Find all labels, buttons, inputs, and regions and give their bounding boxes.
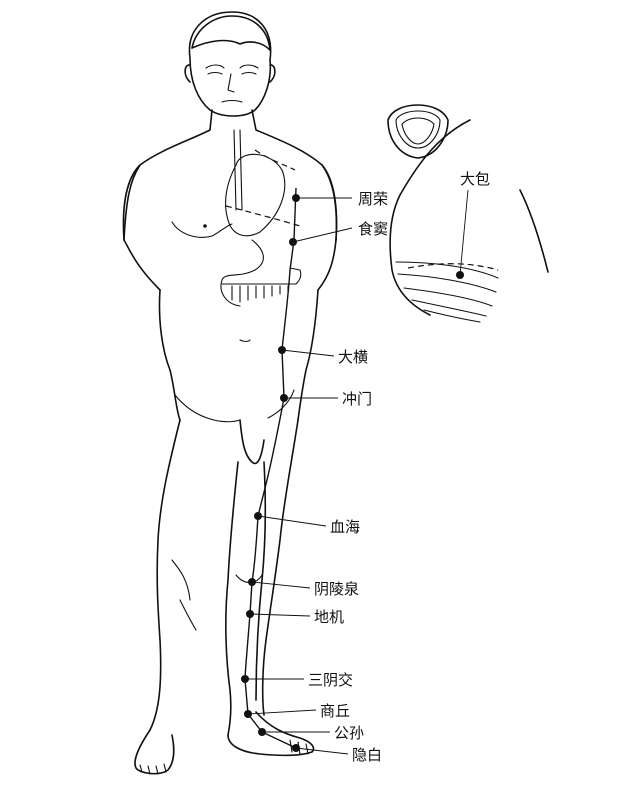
- point-label: 周荣: [358, 190, 388, 208]
- leader-line: [251, 581, 311, 589]
- side-torso-inset: [389, 119, 549, 323]
- point-label: 大包: [460, 170, 490, 188]
- point-label: 隐白: [352, 746, 382, 764]
- leader-line: [459, 189, 469, 276]
- acupoint-daheng: 大横: [278, 346, 368, 366]
- mouth-inset: [387, 104, 449, 159]
- acupoint-shidou: 食窦: [289, 220, 388, 246]
- leader-line: [249, 613, 311, 617]
- leader-line: [257, 515, 327, 527]
- point-label: 商丘: [320, 702, 350, 720]
- legs: [134, 419, 315, 775]
- spleen-meridian-line: [244, 187, 297, 749]
- acupoint-gongsun: 公孙: [258, 724, 364, 742]
- acupoint-chongmen: 冲门: [280, 390, 372, 408]
- point-label: 地机: [314, 608, 344, 626]
- acupoint-yinlingquan: 阴陵泉: [248, 578, 359, 598]
- acupoint-yinbai: 隐白: [292, 744, 382, 764]
- leader-line: [292, 227, 353, 243]
- leader-line: [295, 747, 349, 755]
- arms: [123, 164, 338, 241]
- acupoint-zhourong: 周荣: [292, 190, 388, 208]
- torso: [122, 109, 338, 423]
- point-label: 三阴交: [308, 671, 353, 689]
- acupoint-sanyinjiao: 三阴交: [241, 671, 353, 689]
- point-label: 大横: [338, 348, 368, 366]
- acupoint-diji: 地机: [246, 608, 344, 626]
- acupoint-xuehai: 血海: [254, 512, 360, 536]
- point-label: 冲门: [342, 390, 372, 408]
- acupoint-dabao: 大包: [456, 170, 490, 279]
- point-label: 食窦: [358, 220, 388, 238]
- point-label: 血海: [330, 518, 360, 536]
- acupoint-shangqiu: 商丘: [244, 702, 350, 720]
- point-label: 阴陵泉: [314, 580, 359, 598]
- leader-line: [281, 349, 335, 357]
- head: [184, 11, 276, 117]
- point-label: 公孙: [334, 724, 364, 742]
- leader-line: [247, 709, 317, 715]
